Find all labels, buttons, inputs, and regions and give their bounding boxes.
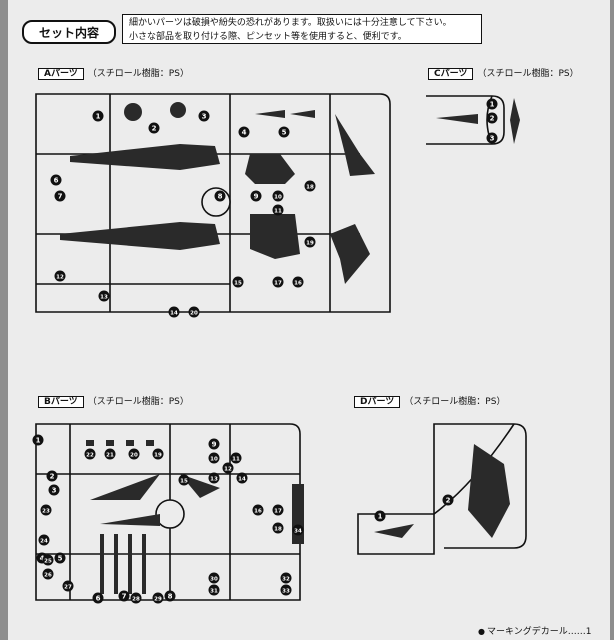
page-title: セット内容 [22, 20, 116, 44]
section-c-name: Cパーツ [428, 68, 474, 80]
section-a-label: Aパーツ（スチロール樹脂：PS） [38, 66, 189, 80]
handling-notice: 細かいパーツは破損や紛失の恐れがあります。取扱いには十分注意して下さい。 小さな… [122, 14, 482, 44]
section-d-label: Dパーツ（スチロール樹脂：PS） [354, 394, 506, 408]
section-d-name: Dパーツ [354, 396, 401, 408]
footer-label: マーキングデカール……1 [486, 627, 592, 637]
notice-line-1: 細かいパーツは破損や紛失の恐れがあります。取扱いには十分注意して下さい。 [129, 18, 452, 28]
runner-b-diagram [35, 423, 304, 601]
section-a-material: （スチロール樹脂：PS） [87, 69, 189, 79]
section-d-material: （スチロール樹脂：PS） [404, 397, 506, 407]
manual-page: セット内容 細かいパーツは破損や紛失の恐れがあります。取扱いには十分注意して下さ… [8, 0, 610, 640]
runner-a-diagram [35, 93, 391, 313]
section-b-label: Bパーツ（スチロール樹脂：PS） [38, 394, 189, 408]
runner-c-diagram [426, 95, 520, 145]
section-c-label: Cパーツ（スチロール樹脂：PS） [428, 66, 579, 80]
section-c-material: （スチロール樹脂：PS） [477, 69, 579, 79]
footer-bullet: ● [478, 627, 485, 636]
section-b-material: （スチロール樹脂：PS） [87, 397, 189, 407]
decal-note: ●マーキングデカール……1 [478, 624, 591, 637]
runner-d-diagram [357, 423, 527, 555]
section-b-name: Bパーツ [38, 396, 84, 408]
notice-line-2: 小さな部品を取り付ける際、ピンセット等を使用すると、便利です。 [129, 32, 407, 42]
section-a-name: Aパーツ [38, 68, 84, 80]
